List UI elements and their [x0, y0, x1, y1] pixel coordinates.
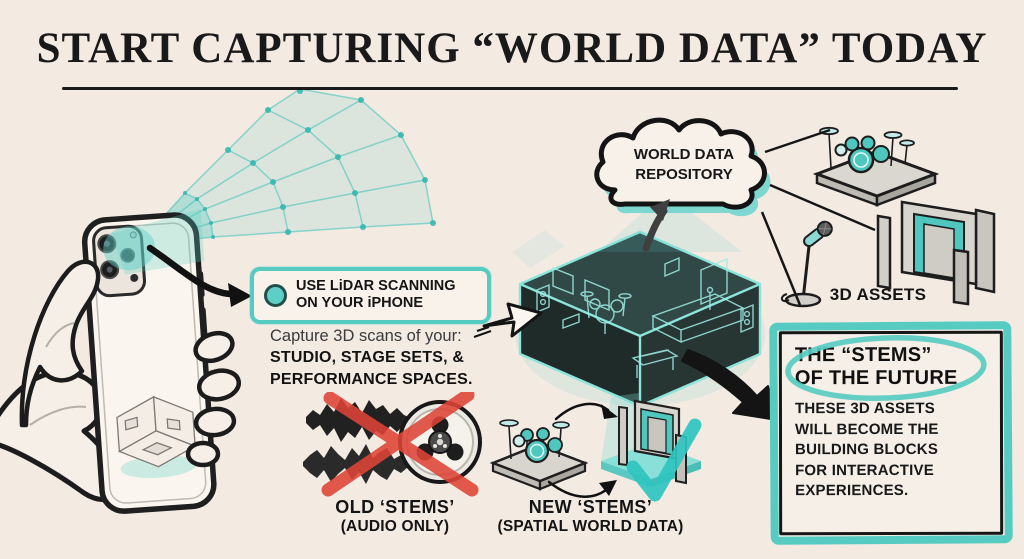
- stems-future-inner: THE “STEMS” OF THE FUTURE THESE 3D ASSET…: [778, 330, 1004, 536]
- new-stems-label: NEW ‘STEMS’ (SPATIAL WORLD DATA): [497, 497, 684, 535]
- old-stems-label: OLD ‘STEMS’ (AUDIO ONLY): [335, 497, 455, 535]
- assets-label: 3D ASSETS: [829, 285, 927, 304]
- stems-future-body: THESE 3D ASSETS WILL BECOME THE BUILDING…: [794, 400, 939, 500]
- arrow-phone-to-callout: [146, 244, 252, 307]
- arrow-room-to-cloud: [642, 199, 670, 252]
- old-stems-illustration: [303, 392, 482, 497]
- lidar-callout: USE LiDAR SCANNING ON YOUR iPHONE: [250, 267, 491, 324]
- new-stems-illustration: [489, 393, 702, 502]
- arrow-drums-to-stage-bottom: [547, 480, 617, 498]
- red-cross-icon: [321, 392, 479, 497]
- drum-kit-icon: [812, 126, 940, 207]
- highlight-ellipse-icon: [785, 335, 987, 401]
- hand-phone-illustration: [0, 209, 242, 514]
- capture-note: Capture 3D scans of your: STUDIO, STAGE …: [270, 326, 480, 391]
- arrow-room-to-stems: [681, 349, 778, 421]
- world-data-cloud-icon: [594, 117, 771, 217]
- microphone-icon: [781, 220, 833, 308]
- page-title: START CAPTURING “WORLD DATA” TODAY: [36, 25, 988, 72]
- stems-future-card: THE “STEMS” OF THE FUTURE THESE 3D ASSET…: [769, 321, 1013, 545]
- capture-note-intro: Capture 3D scans of your:: [270, 327, 462, 345]
- title-underline: [62, 87, 958, 90]
- arrow-drums-to-stage-top: [554, 402, 618, 421]
- capture-note-line2: PERFORMANCE SPACES.: [270, 371, 473, 389]
- capture-note-line1: STUDIO, STAGE SETS, &: [270, 349, 465, 367]
- stems-future-title: THE “STEMS” OF THE FUTURE: [785, 335, 989, 401]
- arrow-callout-to-room: [473, 302, 543, 338]
- cloud-asset-connector-lines: [760, 128, 876, 306]
- bullet-icon: [264, 283, 287, 307]
- checkmark-icon: [626, 418, 702, 502]
- lidar-callout-text: USE LiDAR SCANNING ON YOUR iPHONE: [296, 278, 456, 312]
- cloud-label: WORLD DATA REPOSITORY: [633, 146, 735, 183]
- stage-set-icon: [876, 200, 996, 306]
